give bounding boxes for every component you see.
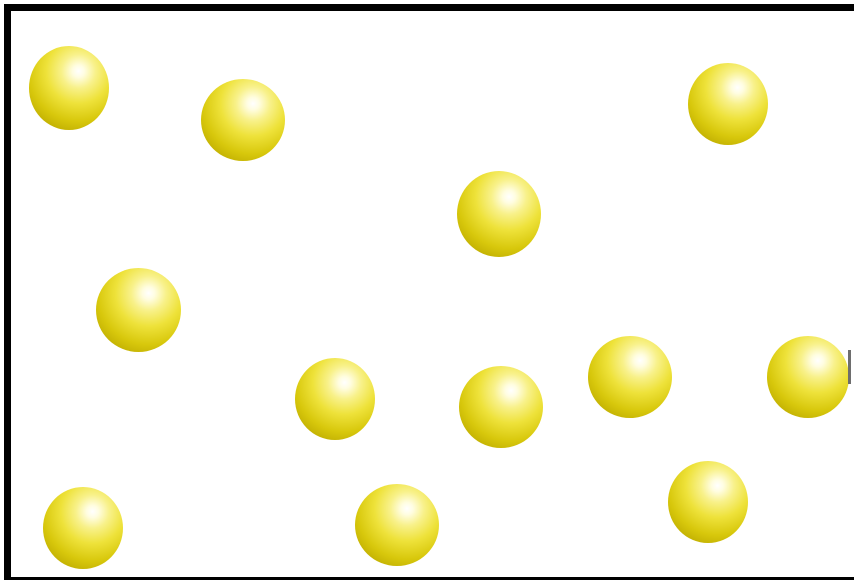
edge-mark [848,350,851,384]
yellow-sphere-5 [96,268,181,352]
yellow-sphere-4 [457,171,541,257]
yellow-sphere-8 [588,336,672,418]
yellow-sphere-9 [767,336,849,418]
yellow-sphere-6 [295,358,375,440]
yellow-sphere-11 [355,484,439,566]
yellow-sphere-2 [201,79,285,161]
yellow-sphere-1 [29,46,109,130]
yellow-sphere-12 [668,461,748,543]
yellow-sphere-3 [688,63,768,145]
yellow-sphere-10 [43,487,123,569]
yellow-sphere-7 [459,366,543,448]
